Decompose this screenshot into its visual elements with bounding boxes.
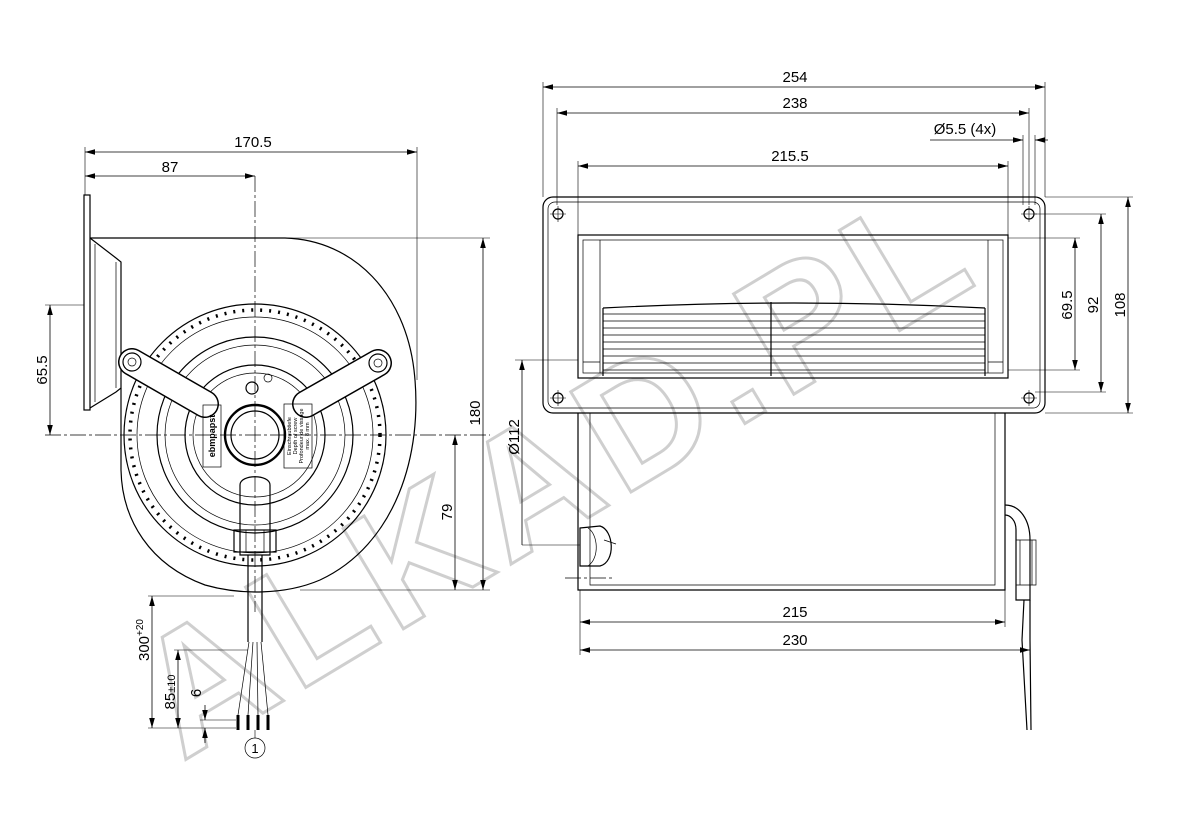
impeller-blades: [603, 313, 985, 371]
dim-outlet-width-label: 215.5: [771, 148, 809, 165]
screw-depth-label-line: Profondeur de vissage: [299, 408, 305, 463]
dim-sheath-strip-tolerance: ±10: [166, 675, 178, 693]
cable-clamp-hatch: [239, 530, 271, 552]
motor-body-inner: [589, 413, 996, 586]
mounting-hole-left-inner: [127, 357, 137, 367]
front-view: ebmpapst Einschraubtiefe Depth of screw …: [34, 134, 490, 759]
dim-overall-height-label: 180: [467, 400, 484, 425]
dim-outlet-height-label: 69.5: [1059, 290, 1076, 319]
motor-brand-plate: [202, 404, 222, 468]
impeller-top-edge: [602, 302, 986, 309]
screw-hole-top-small: [263, 373, 273, 383]
screw-depth-label-line: max. 8 mm: [305, 422, 311, 450]
dim-cable-length-value: 300: [136, 636, 153, 661]
watermark-logo: ALKAD.PL: [103, 147, 1006, 794]
mounting-arm-right-fill: [293, 350, 391, 417]
callout-number: 1: [251, 741, 258, 756]
dim-hole-spacing-x-label: 238: [782, 95, 807, 112]
dim-housing-width-label: 215: [782, 604, 807, 621]
side-cable-gland: [1004, 504, 1031, 601]
side-cable-clamp: [1016, 539, 1037, 586]
dim-total-width-label: 230: [782, 632, 807, 649]
mounting-hole-right: [368, 353, 388, 373]
screw-depth-label-line: Einschraubtiefe: [287, 417, 293, 455]
dim-hole-spacing-y-label: 92: [1085, 297, 1102, 314]
cable-strain-relief: [239, 476, 271, 556]
dim-cable-length-label: 300+20: [135, 619, 153, 661]
side-cable: [1021, 599, 1032, 731]
outlet-opening: [577, 234, 1009, 379]
side-view: 254 238 Ø5.5 (4x) 215.5 69.5 92 108 Ø112…: [506, 69, 1133, 731]
wire-ferrules: [236, 715, 270, 730]
dim-axis-to-bottom-label: 79: [439, 504, 456, 521]
flange-hole-crosshairs: [550, 206, 1037, 406]
extension-lines: [45, 147, 490, 729]
housing-scroll: [90, 237, 417, 593]
motor-body: [577, 413, 1006, 591]
dim-flange-width-label: 254: [782, 69, 807, 86]
outlet-throat-inner: [94, 244, 117, 402]
outlet-flange-plate: [83, 194, 91, 411]
mounting-arm-left-fill: [119, 349, 218, 417]
dim-wire-strip-label: 6: [188, 689, 205, 697]
side-connector: [579, 525, 612, 567]
mounting-hole-right-inner: [373, 358, 383, 368]
dim-hole-diameter-label: Ø5.5 (4x): [934, 121, 997, 138]
motor-brand-label: ebmpapst: [207, 415, 217, 458]
screw-depth-label-line: Depth of screw: [293, 418, 299, 455]
mounting-hole-left: [122, 352, 142, 372]
side-connector-detail: [587, 527, 617, 567]
dim-axis-offset-label: 87: [162, 159, 179, 176]
dim-cable-length-tolerance: +20: [135, 619, 146, 636]
flange-outline: [542, 196, 1046, 414]
cable-sheath: [247, 555, 263, 642]
outlet-side-walls: [583, 240, 1003, 373]
outlet-opening-inner: [582, 239, 1004, 374]
cable-wires: [237, 641, 269, 716]
dim-overall-width-label: 170.5: [234, 134, 272, 151]
dim-flange-height-label: 108: [1112, 292, 1129, 317]
screw-depth-plate: [283, 403, 313, 469]
callout-circle: [244, 737, 266, 759]
impeller-frame: [602, 302, 986, 376]
dim-sheath-strip-label: 85±10: [162, 675, 179, 710]
dim-motor-diameter-label: Ø112: [506, 419, 523, 455]
screw-hole-top: [245, 381, 259, 395]
outlet-throat: [89, 237, 122, 409]
dim-sheath-strip-value: 85: [162, 693, 179, 710]
flange-outline-inner: [547, 201, 1041, 409]
dim-outlet-to-axis-label: 65.5: [34, 355, 51, 384]
